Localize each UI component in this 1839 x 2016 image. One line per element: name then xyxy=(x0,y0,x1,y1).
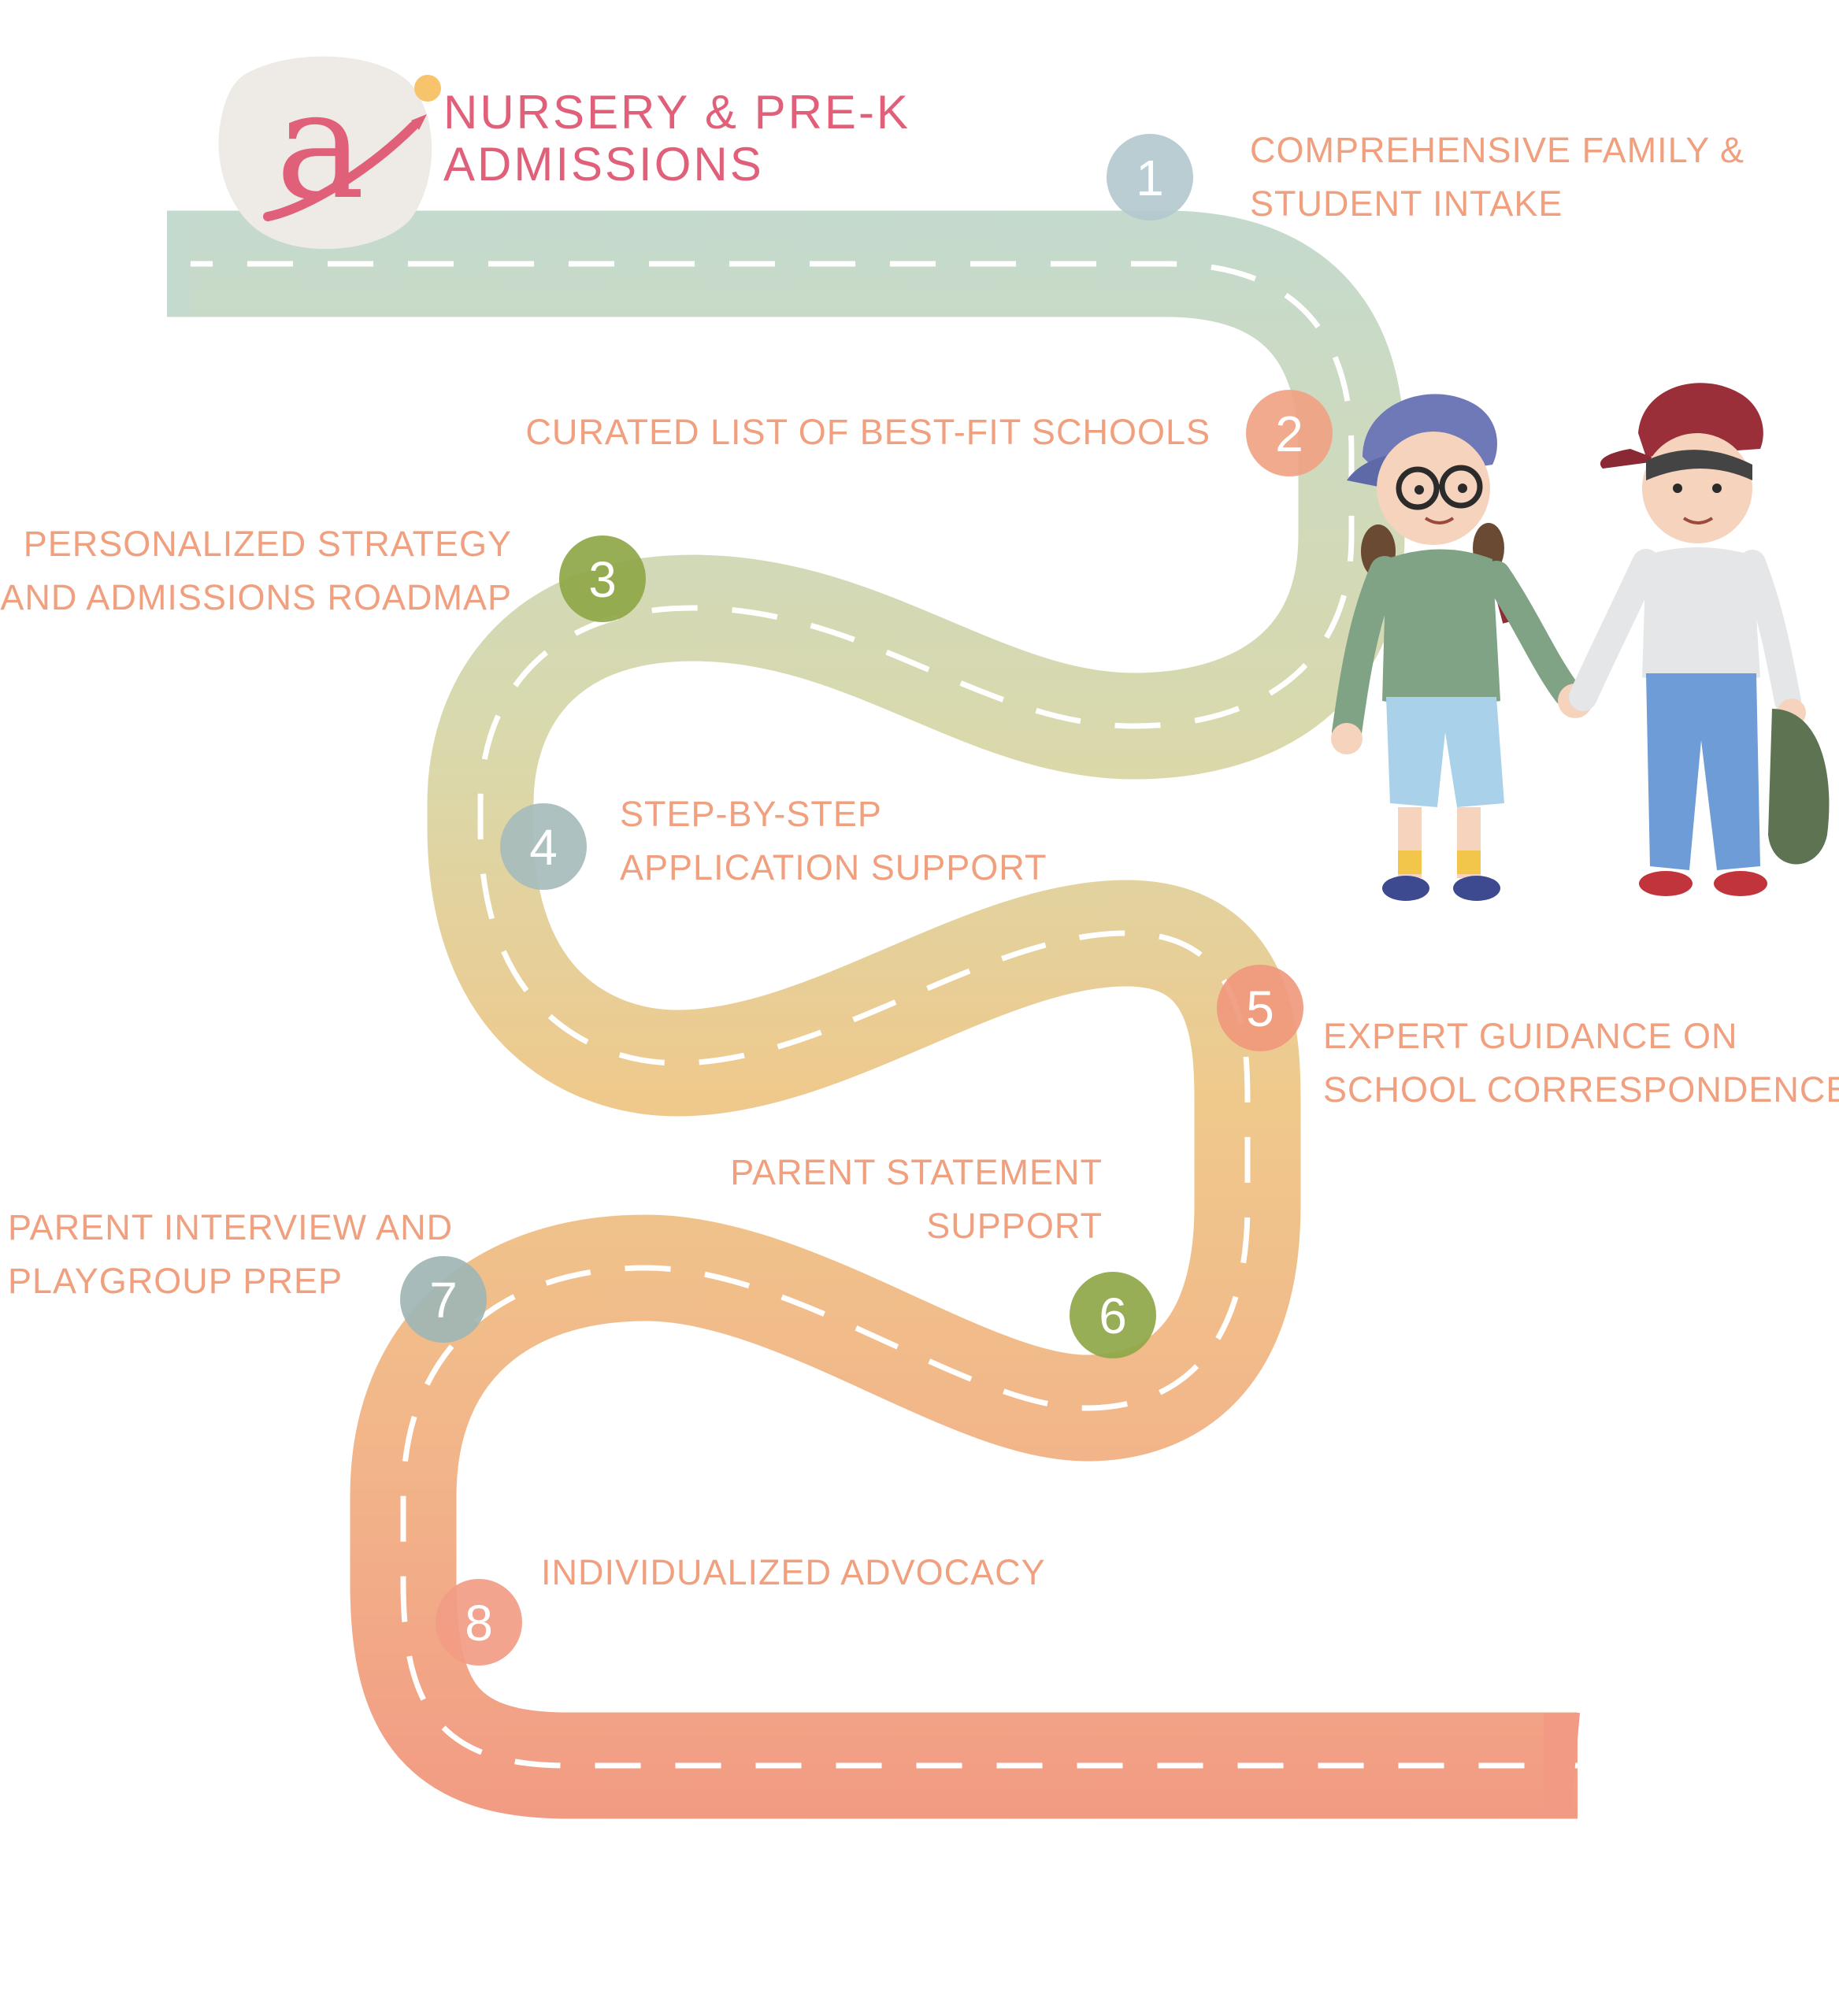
step-marker-2-dot xyxy=(1246,390,1333,476)
step-marker-3-number: 3 xyxy=(588,551,617,608)
two-children-holding-hands-icon xyxy=(1331,383,1830,901)
step-marker-8-dot xyxy=(436,1579,522,1666)
page-title: NURSERY & PRE-K ADMISSIONS xyxy=(443,87,910,191)
step-marker-7-dot xyxy=(400,1256,487,1343)
step-label-6: PARENT STATEMENT SUPPORT xyxy=(730,1146,1103,1253)
step-marker-5-dot xyxy=(1217,965,1303,1051)
step-label-5: EXPERT GUIDANCE ON SCHOOL CORRESPONDENCE xyxy=(1323,1010,1839,1117)
step-label-5-line-1: EXPERT GUIDANCE ON xyxy=(1323,1016,1738,1056)
step-marker-8: 8 xyxy=(436,1579,522,1666)
step-marker-5: 5 xyxy=(1217,965,1303,1051)
step-label-1-line-1: COMPREHENSIVE FAMILY & xyxy=(1250,130,1744,170)
step-label-3-line-2: AND ADMISSIONS ROADMAP xyxy=(0,577,512,617)
step-label-4: STEP-BY-STEP APPLICATION SUPPORT xyxy=(620,788,1047,895)
step-marker-7-number: 7 xyxy=(429,1272,458,1329)
step-marker-1: 1 xyxy=(1107,134,1193,220)
step-marker-2-number: 2 xyxy=(1275,406,1303,462)
step-marker-3: 3 xyxy=(559,536,646,622)
step-label-7: PARENT INTERVIEW AND PLAYGROUP PREP xyxy=(8,1201,453,1308)
step-label-4-line-2: APPLICATION SUPPORT xyxy=(620,847,1047,888)
road-start-cap xyxy=(167,211,191,317)
step-label-3: PERSONALIZED STRATEGY AND ADMISSIONS ROA… xyxy=(0,517,512,624)
logo-letter: a xyxy=(276,58,365,232)
step-marker-8-number: 8 xyxy=(465,1595,493,1651)
step-marker-6: 6 xyxy=(1070,1272,1156,1358)
step-label-7-line-1: PARENT INTERVIEW AND xyxy=(8,1207,454,1247)
step-marker-2: 2 xyxy=(1246,390,1333,476)
step-label-5-line-2: SCHOOL CORRESPONDENCE xyxy=(1323,1069,1839,1110)
step-marker-1-dot xyxy=(1107,134,1193,220)
step-marker-6-dot xyxy=(1070,1272,1156,1358)
step-label-3-line-1: PERSONALIZED STRATEGY xyxy=(23,524,512,564)
step-label-4-line-1: STEP-BY-STEP xyxy=(620,794,882,834)
girl-figure xyxy=(1331,394,1581,901)
step-marker-4-dot xyxy=(500,803,587,890)
page-title-line-1: NURSERY & PRE-K xyxy=(443,86,910,139)
step-label-2-line-1: CURATED LIST OF BEST-FIT SCHOOLS xyxy=(525,412,1211,452)
step-label-2: CURATED LIST OF BEST-FIT SCHOOLS xyxy=(525,406,1211,459)
step-label-1: COMPREHENSIVE FAMILY & STUDENT INTAKE xyxy=(1250,124,1744,231)
step-marker-3-dot xyxy=(559,536,646,622)
step-marker-4-number: 4 xyxy=(529,819,558,876)
logo: a xyxy=(213,51,441,260)
step-marker-7: 7 xyxy=(400,1256,487,1343)
step-label-1-line-2: STUDENT INTAKE xyxy=(1250,183,1563,224)
children-illustration xyxy=(1331,362,1835,933)
step-label-6-line-2: SUPPORT xyxy=(926,1206,1103,1246)
pencil-a-logo-icon: a xyxy=(218,56,432,250)
logo-sun-dot xyxy=(414,75,441,102)
step-label-8: INDIVIDUALIZED ADVOCACY xyxy=(541,1546,1046,1599)
step-marker-1-number: 1 xyxy=(1136,150,1164,206)
boy-figure xyxy=(1569,383,1830,896)
road-end-cap xyxy=(1544,1713,1580,1818)
step-label-8-line-1: INDIVIDUALIZED ADVOCACY xyxy=(541,1552,1046,1592)
step-label-6-line-1: PARENT STATEMENT xyxy=(730,1152,1103,1192)
road-centerline-dashes xyxy=(167,261,1578,1769)
step-marker-4: 4 xyxy=(500,803,587,890)
page-title-line-2: ADMISSIONS xyxy=(443,138,764,191)
step-marker-6-number: 6 xyxy=(1099,1288,1127,1344)
step-marker-5-number: 5 xyxy=(1246,980,1274,1037)
step-label-7-line-2: PLAYGROUP PREP xyxy=(8,1261,343,1301)
